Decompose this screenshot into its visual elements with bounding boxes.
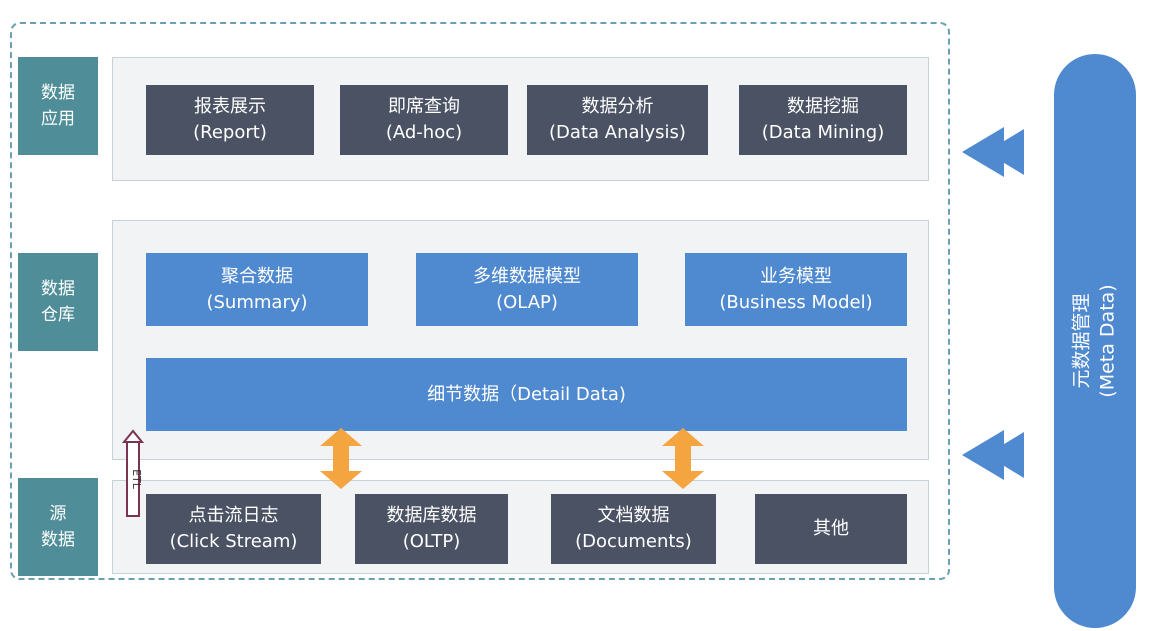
oltp-cn: 数据库数据 xyxy=(386,505,477,526)
summary-en: (Summary) xyxy=(206,291,308,313)
click-stream-box: 点击流日志 (Click Stream) xyxy=(146,494,321,564)
source-layer-label: 源 数据 xyxy=(41,504,75,550)
adhoc-cn: 即席查询 xyxy=(388,96,460,117)
business-model-en: (Business Model) xyxy=(719,291,873,313)
olap-box: 多维数据模型 (OLAP) xyxy=(416,253,638,326)
warehouse-layer-label: 数据 仓库 xyxy=(41,279,75,325)
data-mining-en: (Data Mining) xyxy=(761,122,885,143)
chevron-left-icon xyxy=(962,127,1024,177)
data-analysis-box: 数据分析 (Data Analysis) xyxy=(527,85,708,155)
adhoc-box: 即席查询 (Ad-hoc) xyxy=(340,85,508,155)
summary-box: 聚合数据 (Summary) xyxy=(146,253,368,326)
adhoc-en: (Ad-hoc) xyxy=(385,122,463,143)
oltp-en: (OLTP) xyxy=(402,531,461,552)
summary-cn: 聚合数据 xyxy=(221,265,293,287)
report-cn: 报表展示 xyxy=(194,96,266,117)
documents-en: (Documents) xyxy=(575,531,692,552)
metadata-management-pill: 元数据管理 (Meta Data) xyxy=(1054,54,1136,628)
click-stream-cn: 点击流日志 xyxy=(188,505,279,526)
business-model-cn: 业务模型 xyxy=(760,265,832,287)
documents-box: 文档数据 (Documents) xyxy=(551,494,716,564)
detail-data-box: 细节数据（Detail Data) xyxy=(146,358,907,431)
etl-arrow-icon xyxy=(121,429,145,517)
oltp-box: 数据库数据 (OLTP) xyxy=(355,494,508,564)
olap-en: (OLAP) xyxy=(496,291,558,313)
other-cn: 其他 xyxy=(813,518,849,539)
etl-label: ETL xyxy=(130,469,143,490)
data-mining-box: 数据挖掘 (Data Mining) xyxy=(739,85,907,155)
double-arrow-icon xyxy=(662,428,704,489)
data-analysis-cn: 数据分析 xyxy=(581,96,654,117)
application-layer-label: 数据 应用 xyxy=(41,83,75,129)
data-analysis-en: (Data Analysis) xyxy=(549,122,686,143)
documents-cn: 文档数据 xyxy=(597,505,670,526)
business-model-box: 业务模型 (Business Model) xyxy=(685,253,907,326)
report-box: 报表展示 (Report) xyxy=(146,85,314,155)
warehouse-layer-tag: 数据 仓库 xyxy=(18,253,98,351)
application-layer-tag: 数据 应用 xyxy=(18,57,98,155)
olap-cn: 多维数据模型 xyxy=(473,265,581,287)
architecture-frame xyxy=(10,22,950,580)
other-box: 其他 xyxy=(755,494,907,564)
double-arrow-icon xyxy=(320,428,362,489)
chevron-left-icon xyxy=(962,430,1024,480)
report-en: (Report) xyxy=(193,122,267,143)
source-layer-tag: 源 数据 xyxy=(18,478,98,576)
data-mining-cn: 数据挖掘 xyxy=(787,96,859,117)
click-stream-en: (Click Stream) xyxy=(169,531,298,552)
detail-data-label: 细节数据（Detail Data) xyxy=(427,383,626,405)
